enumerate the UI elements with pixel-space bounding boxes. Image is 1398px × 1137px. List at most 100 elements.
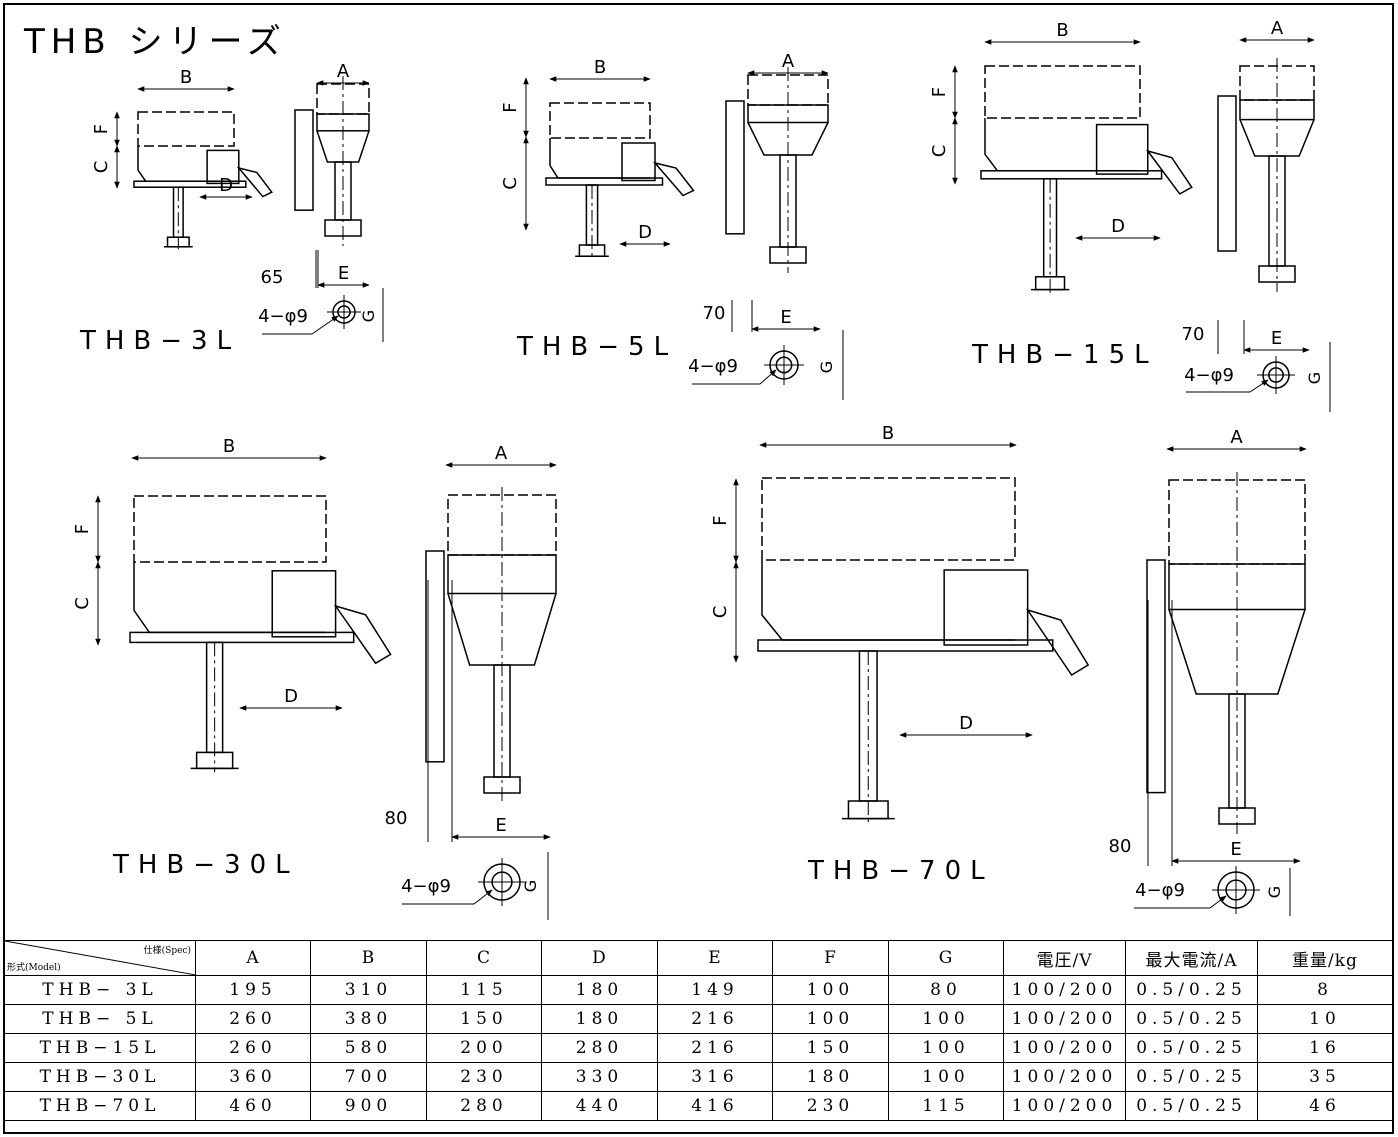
table-cell: 310 [310,975,427,1005]
thb5l-side-chute [652,161,695,197]
table-cell: 200 [426,1033,542,1063]
table-row: THB− 5L 260 380 150 180 216 100 100 100/… [4,1004,1393,1034]
header-cell: E [657,940,773,976]
thb30l-dim-c-label: C [72,597,93,610]
table-cell: 360 [195,1062,311,1092]
model-cell: THB−30L [4,1062,196,1092]
table-cell: 100/200 [1003,1004,1126,1034]
thb3l-side-drive-box [206,149,240,185]
table-cell: 440 [541,1091,658,1121]
table-cell: 100/200 [1003,975,1126,1005]
thb30l-front-control-panel [425,550,445,763]
thb70l-dim-f-label: F [710,515,731,525]
table-cell: 280 [541,1033,658,1063]
model-cell: THB− 3L [4,975,196,1005]
thb30l-dim-d-label: D [284,686,298,707]
thb5l-hole-label: 4−φ9 [688,356,738,377]
table-cell: 16 [1257,1033,1393,1063]
header-cell: 最大電流/A [1125,940,1258,976]
thb5l-side-hopper-body [549,138,650,179]
thb5l-side-hopper-top [549,102,651,139]
table-cell: 330 [541,1062,658,1092]
thb15l-dim-d-label: D [1111,216,1125,237]
thb3l-dim-g-label: G [359,310,378,322]
table-cell: 100 [772,975,889,1005]
table-cell: 0.5/0.25 [1125,1062,1258,1092]
header-cell: C [426,940,542,976]
table-header-row: 仕様(Spec) 形式(Model) A B C D E F G 電圧/V 最大… [4,940,1393,976]
table-cell: 0.5/0.25 [1125,1091,1258,1121]
thb3l-leader-2 [311,315,339,335]
thb3l-front-control-panel [294,109,314,211]
thb5l-dim-g-label: G [817,361,836,373]
table-cell: 180 [541,975,658,1005]
thb30l-leader-2 [473,889,493,905]
thb5l-front-control-panel [725,100,745,235]
thb3l-dim-d-label: D [219,175,233,196]
header-cell: A [195,940,311,976]
thb30l-side-chute [333,604,392,665]
model-label-thb15l: THB−15L [972,340,1158,370]
corner-model-label: 形式(Model) [7,963,61,973]
thb3l-front-front-foot [324,219,362,237]
header-cell: F [772,940,889,976]
table-cell: 380 [310,1004,427,1034]
table-cell: 230 [772,1091,889,1121]
thb15l-side-drive-box [1095,123,1149,175]
thb70l-dim-c-label: C [710,606,731,619]
thb3l-dim-b-label: B [180,67,192,88]
thb70l-dim-g-label: G [1265,886,1284,898]
table-cell: 10 [1257,1004,1393,1034]
thb30l-side-hopper-body [133,562,326,634]
thb5l-dim-a-label: A [782,51,795,72]
thb30l-hole-label: 4−φ9 [401,876,451,897]
thb70l-dim-e-label: E [1230,839,1241,860]
thb70l-dim-d-label: D [959,713,973,734]
table-row: THB− 3L 195 310 115 180 149 100 80 100/2… [4,975,1393,1005]
thb15l-offset-70: 70 [1182,324,1205,345]
table-cell: 0.5/0.25 [1125,975,1258,1005]
header-cell: G [888,940,1004,976]
thb70l-dim-b-label: B [882,423,894,444]
thb5l-dim-d-label: D [638,222,652,243]
thb5l-dim-b-label: B [594,57,606,78]
thb30l-front-front-funnel [447,593,557,666]
thb70l-front-control-panel [1146,559,1166,794]
thb30l-side-drive-box [271,570,337,638]
thb3l-dim-e-label: E [338,263,349,284]
table-cell: 195 [195,975,311,1005]
table-cell: 115 [426,975,542,1005]
table-cell: 580 [310,1033,427,1063]
table-cell: 216 [657,1004,773,1034]
table-cell: 100 [772,1004,889,1034]
corner-spec-label: 仕様(Spec) [143,946,191,956]
table-cell: 8 [1257,975,1393,1005]
thb3l-dim-a-label: A [337,61,350,82]
table-cell: 700 [310,1062,427,1092]
header-cell: 電圧/V [1003,940,1126,976]
thb15l-dim-e-label: E [1271,328,1282,349]
model-label-thb30l: THB−30L [113,850,299,880]
table-cell: 230 [426,1062,542,1092]
thb5l-side-drive-box [621,142,656,182]
table-cell: 80 [888,975,1004,1005]
table-cell: 316 [657,1062,773,1092]
drawing-title: THB シリーズ [24,22,287,62]
table-cell: 100 [888,1033,1004,1063]
thb30l-dim-b-label: B [223,436,235,457]
thb3l-offset-65: 65 [261,267,284,288]
model-cell: THB− 5L [4,1004,196,1034]
table-cell: 0.5/0.25 [1125,1004,1258,1034]
header-cell: 重量/kg [1257,940,1393,976]
table-cell: 149 [657,975,773,1005]
table-cell: 180 [541,1004,658,1034]
thb30l-dim-a-label: A [495,443,508,464]
thb70l-side-hopper-top [761,477,1016,561]
thb15l-dim-f-label: F [929,87,950,97]
thb3l-side-chute [236,166,273,198]
thb5l-offset-70: 70 [703,303,726,324]
thb30l-side-trough [129,631,355,644]
model-label-thb3l: THB−3L [80,326,241,356]
thb30l-front-front-foot [483,776,521,794]
